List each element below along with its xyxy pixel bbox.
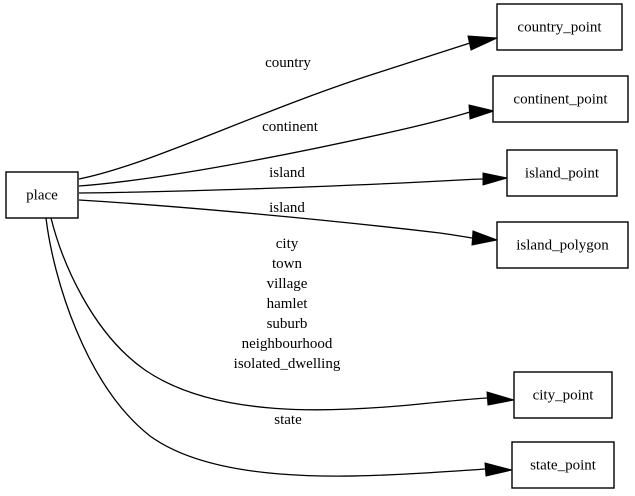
node-state_point-label: state_point: [530, 457, 597, 473]
edge-label-city-line-5: suburb: [267, 316, 308, 332]
node-state_point-box: [511, 441, 615, 489]
node-place-box: [5, 171, 79, 219]
node-continent_point-box: [492, 75, 629, 123]
arrowhead-country: [467, 35, 498, 51]
node-state_point[interactable]: state_point: [511, 441, 615, 489]
arrowhead-city: [486, 391, 515, 406]
arrowhead-island-point: [482, 172, 508, 186]
edge-path-continent: [78, 111, 471, 187]
edge-label-city-block: city town village hamlet suburb neighbou…: [234, 236, 341, 372]
node-island_polygon-label: island_polygon: [516, 237, 609, 253]
edge-place-to-island_polygon[interactable]: [78, 199, 499, 246]
node-country_point-box: [496, 3, 623, 51]
edge-path-island-polygon: [78, 199, 473, 239]
edge-label-city-line-4: hamlet: [267, 296, 309, 312]
edge-place-to-country_point[interactable]: [78, 35, 498, 180]
node-continent_point-label: continent_point: [513, 91, 608, 107]
node-country_point-label: country_point: [517, 19, 602, 35]
node-island_point[interactable]: island_point: [506, 149, 618, 197]
edge-label-island-point: island: [269, 165, 305, 181]
node-island_polygon-box: [496, 221, 629, 269]
node-island_polygon[interactable]: island_polygon: [496, 221, 629, 269]
node-city_point[interactable]: city_point: [513, 371, 613, 419]
edge-place-to-city_point[interactable]: [50, 217, 515, 411]
edge-path-country: [78, 42, 471, 180]
edge-label-country: country: [265, 55, 311, 71]
edge-place-to-island_point[interactable]: [78, 172, 508, 194]
edge-path-island-point: [78, 178, 484, 194]
edge-label-city-line-1: city: [276, 236, 299, 252]
edge-label-island-polygon: island: [269, 200, 305, 216]
node-island_point-label: island_point: [525, 165, 600, 181]
arrowhead-island-polygon: [471, 230, 499, 246]
node-city_point-label: city_point: [533, 387, 595, 403]
node-city_point-box: [513, 371, 613, 419]
edge-label-city-line-2: town: [272, 256, 303, 272]
edge-label-city-line-3: village: [267, 276, 308, 292]
node-continent_point[interactable]: continent_point: [492, 75, 629, 123]
node-place[interactable]: place: [5, 171, 79, 219]
edge-label-state: state: [274, 412, 302, 428]
edge-label-city-line-7: isolated_dwelling: [234, 356, 341, 372]
arrowhead-state: [484, 462, 513, 477]
edge-path-state: [45, 217, 486, 477]
edge-place-to-continent_point[interactable]: [78, 104, 496, 187]
edge-label-city-line-6: neighbourhood: [242, 336, 333, 352]
node-island_point-box: [506, 149, 618, 197]
edge-label-continent: continent: [262, 119, 319, 135]
node-country_point[interactable]: country_point: [496, 3, 623, 51]
arrowhead-continent: [468, 104, 496, 120]
edge-path-city: [50, 217, 488, 411]
edge-place-to-state_point[interactable]: [45, 217, 513, 477]
node-place-label: place: [26, 187, 58, 203]
